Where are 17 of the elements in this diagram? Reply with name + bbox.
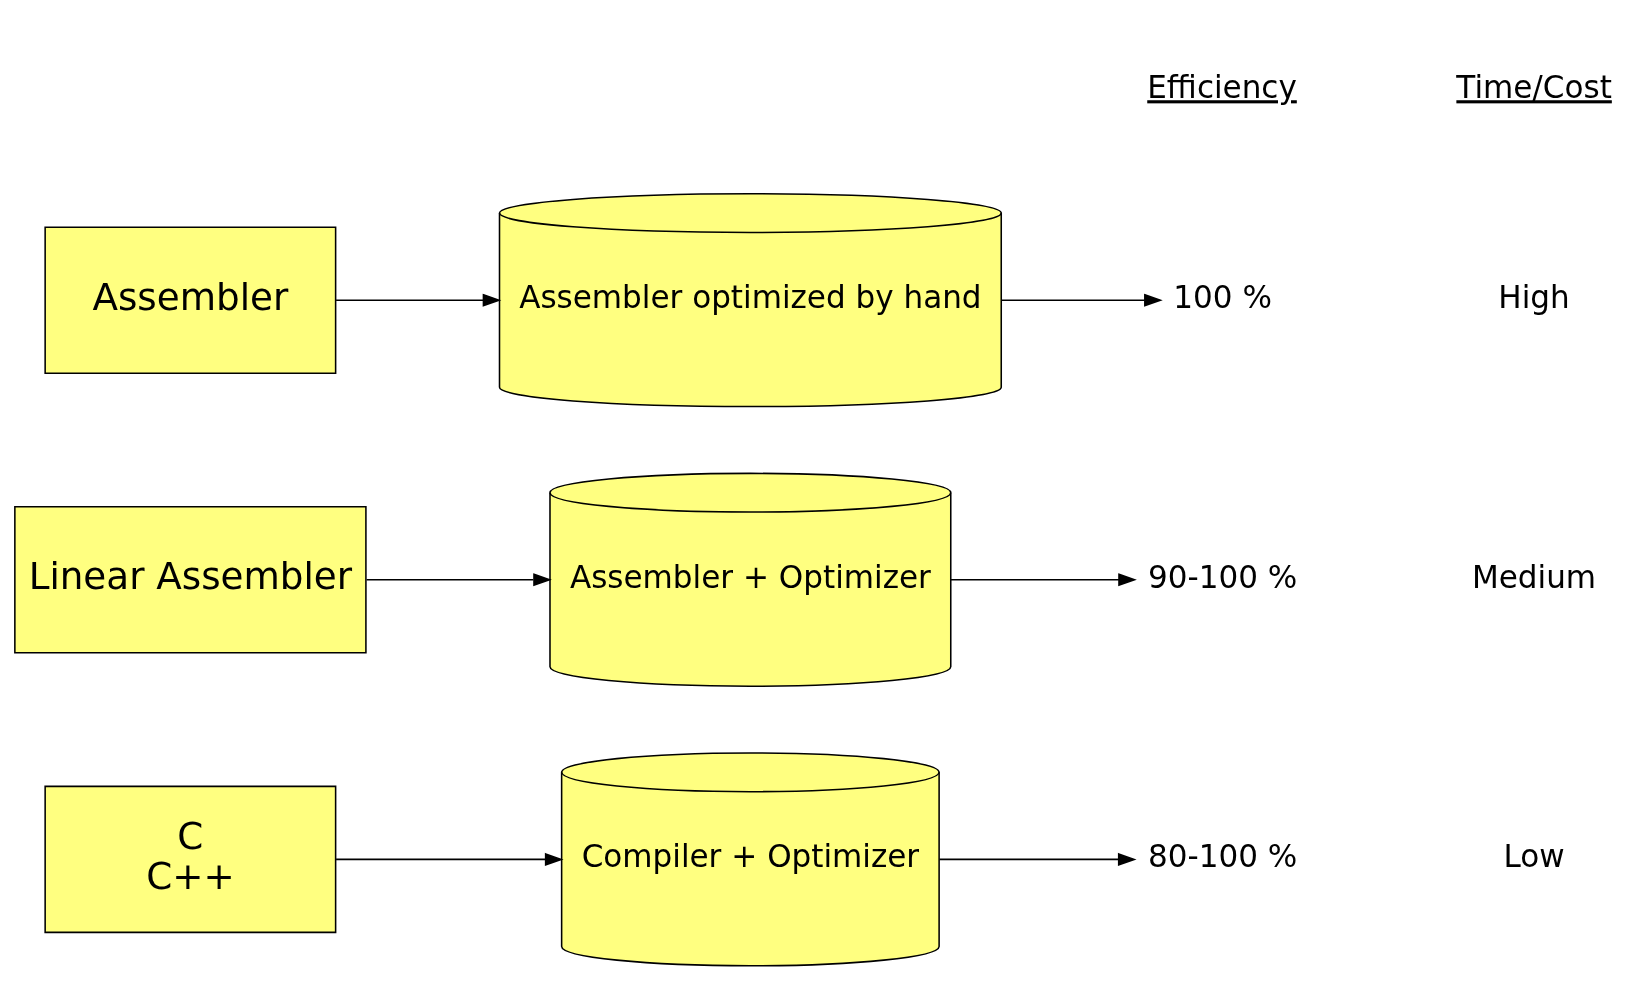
node-box: Linear Assembler (14, 505, 367, 654)
arrow (950, 572, 1137, 586)
node-text: 80-100 % (1147, 837, 1298, 874)
label: Time/Cost (1456, 68, 1612, 105)
arrow (938, 852, 1137, 866)
label: Efficiency (1147, 68, 1297, 105)
arrow (335, 852, 564, 866)
node-box: C C++ (44, 785, 337, 933)
node-text: 100 % (1173, 278, 1272, 315)
label: High (1498, 278, 1570, 315)
node-box: Assembler (44, 225, 337, 374)
arrow (335, 293, 502, 307)
label: Low (1503, 837, 1565, 874)
arrow (365, 572, 552, 586)
arrow (1000, 293, 1163, 307)
node-text: 90-100 % (1147, 558, 1298, 595)
label: Medium (1471, 558, 1597, 595)
